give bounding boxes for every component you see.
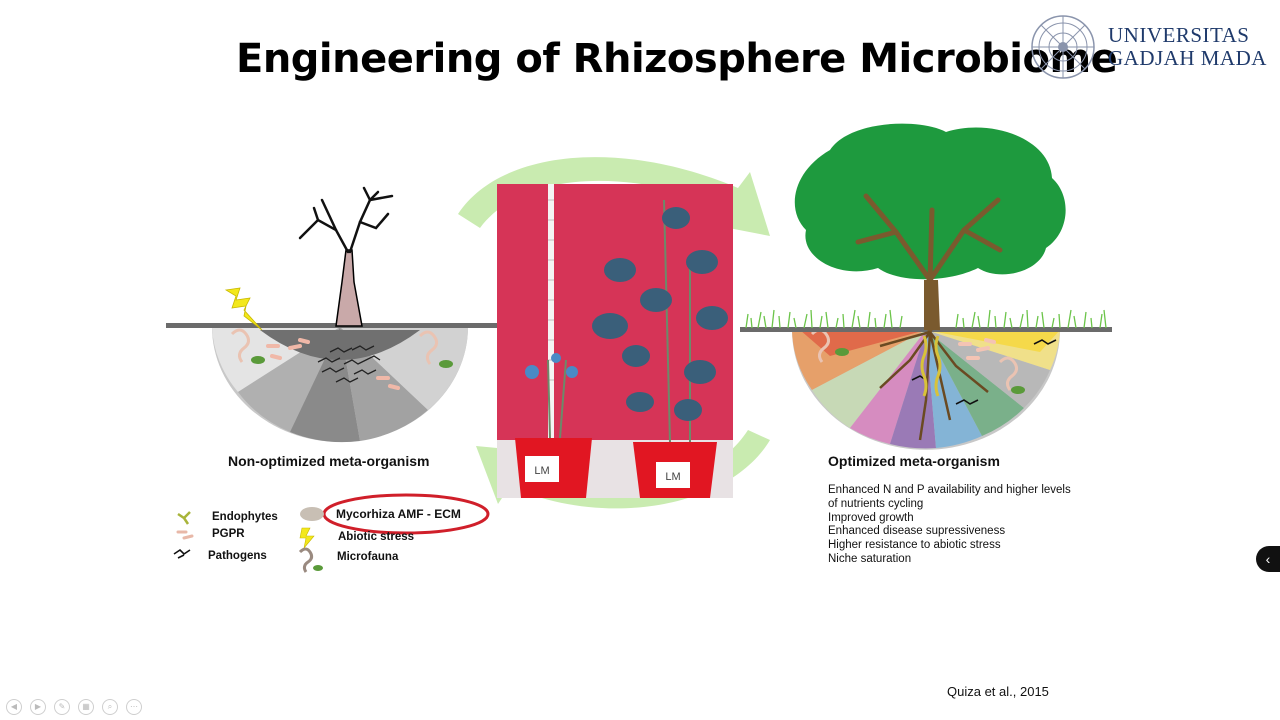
benefits-list: Enhanced N and P availability and higher… <box>828 484 1071 567</box>
institution-name: UNIVERSITAS GADJAH MADA <box>1108 24 1267 70</box>
lightning-icon <box>299 527 315 549</box>
microfauna-icon <box>298 547 323 573</box>
dead-tree <box>298 186 394 327</box>
chevron-left-icon[interactable]: ‹ <box>1256 546 1280 572</box>
pen-tool-button[interactable]: ✎ <box>54 699 70 715</box>
left-ground-line <box>166 323 498 328</box>
benefit-item: Enhanced N and P availability and higher… <box>828 484 1071 496</box>
slide-overview-button[interactable]: ▦ <box>78 699 94 715</box>
previous-slide-button[interactable]: ◀ <box>6 699 22 715</box>
right-label: Optimized meta-organism <box>828 453 1000 469</box>
benefit-item: Improved growth <box>828 511 914 524</box>
more-options-button[interactable]: ⋯ <box>126 699 142 715</box>
svg-text:LM: LM <box>665 471 680 483</box>
pot-label-1: LM <box>534 465 549 477</box>
healthy-tree <box>794 123 1066 441</box>
legend-pathogens: Pathogens <box>208 550 267 562</box>
institution-line-2: GADJAH MADA <box>1108 46 1267 70</box>
svg-text:LM: LM <box>534 465 549 477</box>
pot-label-2: LM <box>665 471 680 483</box>
legend-microfauna: Microfauna <box>337 551 399 563</box>
lightning-icon <box>224 287 263 331</box>
slide-title: Engineering of Rhizosphere Microbiome <box>236 36 1118 82</box>
institution-line-1: UNIVERSITAS <box>1108 23 1250 47</box>
left-label: Non-optimized meta-organism <box>228 453 430 469</box>
benefit-item: of nutrients cycling <box>828 497 924 510</box>
pathogen-icon <box>173 548 191 559</box>
legend-endophytes: Endophytes <box>212 511 278 523</box>
right-soil-fan <box>792 328 1060 450</box>
benefit-item: Niche saturation <box>828 552 912 565</box>
zoom-button[interactable]: ⌕ <box>102 699 118 715</box>
mycorrhiza-icon <box>300 507 324 521</box>
university-logo <box>1031 15 1095 79</box>
legend-abiotic-stress: Abiotic stress <box>338 531 415 543</box>
legend-pgpr: PGPR <box>212 528 245 540</box>
benefit-item: Higher resistance to abiotic stress <box>828 539 1001 552</box>
next-slide-button[interactable]: ▶ <box>30 699 46 715</box>
highlight-label: Mycorhiza AMF - ECM <box>336 507 461 521</box>
citation: Quiza et al., 2015 <box>947 684 1049 699</box>
benefit-item: Enhanced disease supressiveness <box>828 525 1006 538</box>
left-soil-fan <box>212 327 468 443</box>
endophyte-icon <box>177 511 191 525</box>
grass <box>745 309 1107 329</box>
pgpr-icon <box>176 530 194 540</box>
plant-photo <box>497 184 733 498</box>
